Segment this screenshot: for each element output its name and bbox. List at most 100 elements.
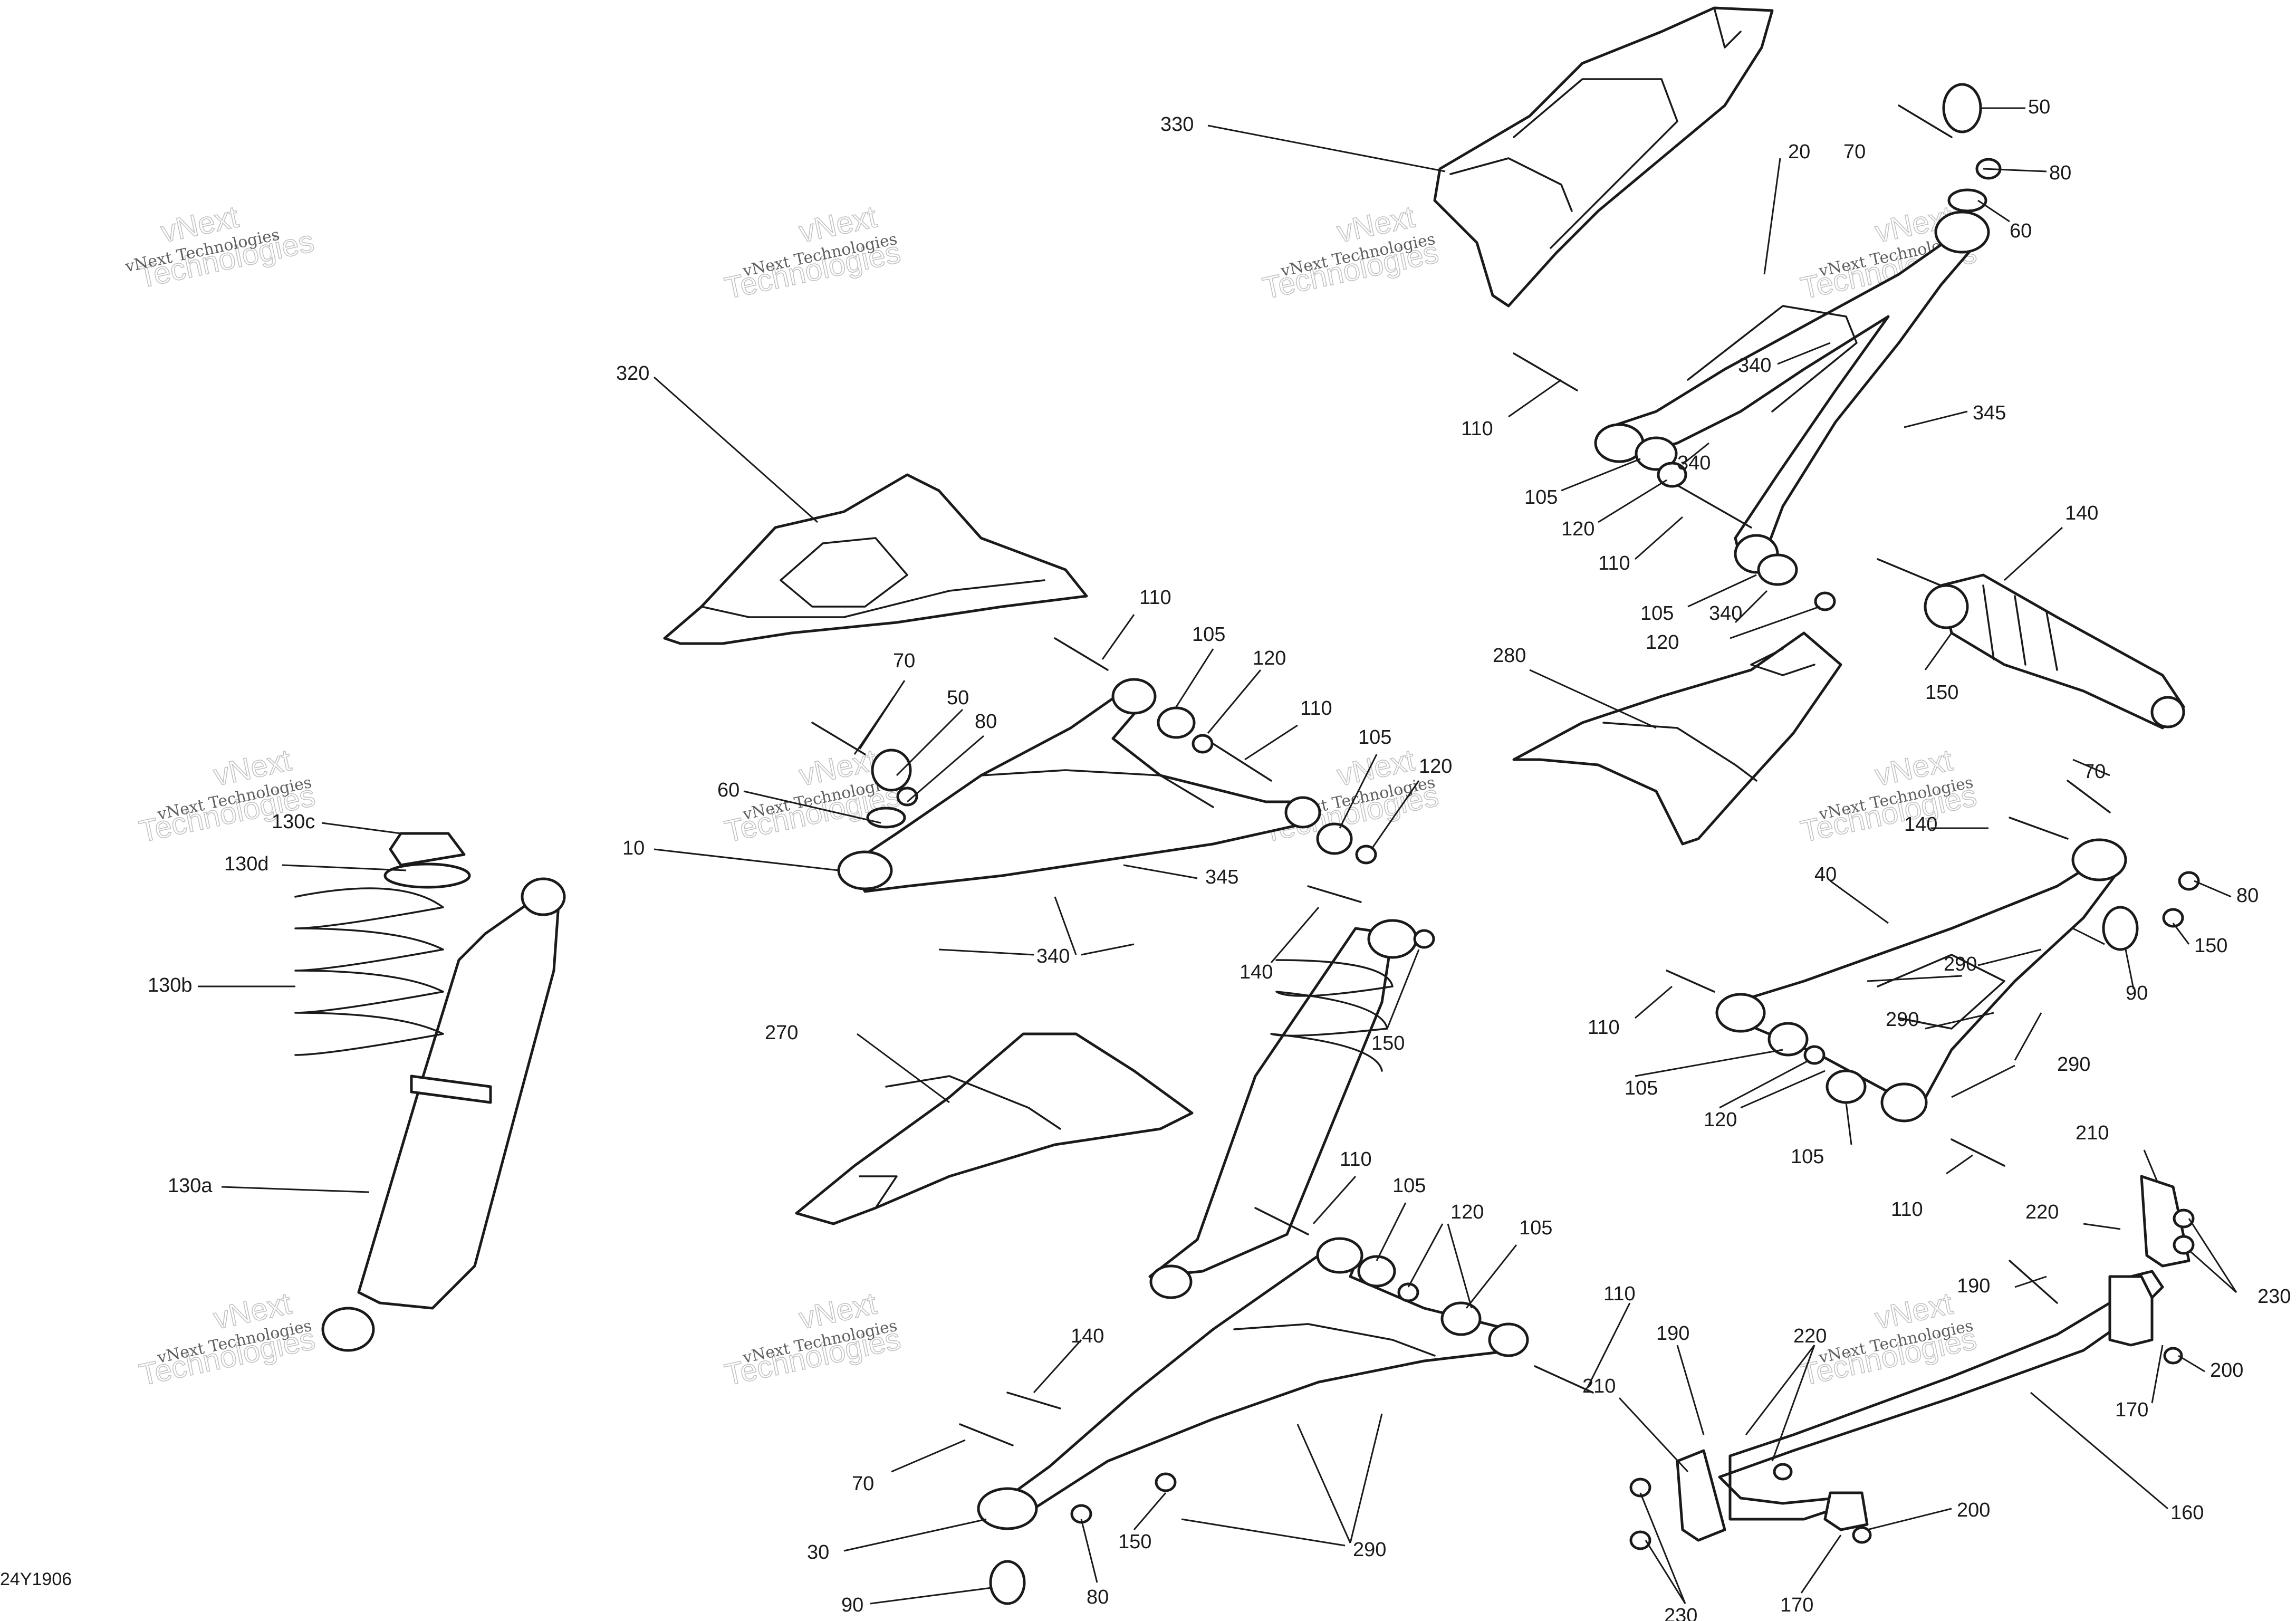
callout-290: 290 <box>2057 1053 2090 1076</box>
callout-110: 110 <box>1139 587 1171 609</box>
leader-lines <box>198 107 2237 1605</box>
callout-280: 280 <box>1493 645 1526 667</box>
callout-130b: 130b <box>148 974 193 996</box>
part-130-shock <box>294 832 566 1352</box>
callout-80: 80 <box>2236 885 2259 907</box>
callout-120: 120 <box>1450 1201 1484 1223</box>
callout-10: 10 <box>622 837 645 859</box>
part-330-guard <box>1433 6 1774 308</box>
callout-70: 70 <box>2083 761 2106 783</box>
part-270-guard <box>795 1032 1194 1225</box>
callout-200: 200 <box>1957 1499 1990 1521</box>
callout-60: 60 <box>717 779 739 801</box>
fasteners <box>811 83 2200 1605</box>
parts <box>294 6 2200 1605</box>
callout-270: 270 <box>765 1022 798 1044</box>
callout-130c: 130c <box>272 811 315 833</box>
callout-230: 230 <box>1664 1605 1697 1621</box>
part-40-lower-arm <box>1715 838 2127 1123</box>
callout-120: 120 <box>1253 647 1286 669</box>
watermark: vNext Technologies vNext Technologies <box>1259 199 1442 306</box>
callout-220: 220 <box>1793 1325 1827 1347</box>
watermark: vNext Technologies vNext Technologies <box>721 1286 904 1393</box>
callout-190: 190 <box>1656 1322 1689 1345</box>
callout-290: 290 <box>1353 1539 1386 1561</box>
callout-320: 320 <box>616 362 649 385</box>
callout-105: 105 <box>1625 1077 1658 1099</box>
part-150-shock-right <box>1924 573 2185 730</box>
callout-80: 80 <box>1087 1586 1109 1608</box>
callout-210: 210 <box>1582 1375 1616 1397</box>
callout-140: 140 <box>1240 961 1273 983</box>
watermark: vNext Technologies vNext Technologies <box>136 1286 318 1393</box>
callout-105: 105 <box>1640 602 1674 625</box>
callout-220: 220 <box>2025 1201 2059 1223</box>
callout-150: 150 <box>2194 935 2227 957</box>
callout-340: 340 <box>1036 945 1070 967</box>
callout-105: 105 <box>1392 1175 1426 1197</box>
part-150-shock-center <box>1148 919 1418 1299</box>
part-210-link-lower <box>1676 1449 1726 1542</box>
callout-140: 140 <box>1071 1325 1104 1347</box>
callout-340: 340 <box>1677 452 1711 474</box>
callout-110: 110 <box>1598 552 1630 574</box>
document-id: 24Y1906 <box>0 1569 72 1589</box>
callout-120: 120 <box>1646 631 1679 654</box>
callout-40: 40 <box>1814 864 1837 886</box>
watermark: vNext Technologies vNext Technologies <box>721 199 904 306</box>
part-320-guard <box>663 473 1088 645</box>
callout-105: 105 <box>1519 1217 1552 1239</box>
callout-170: 170 <box>1780 1594 1813 1616</box>
callout-80: 80 <box>2049 162 2071 184</box>
callout-290: 290 <box>1944 953 1977 975</box>
callout-110: 110 <box>1461 418 1493 440</box>
callout-50: 50 <box>947 687 969 709</box>
callout-120: 120 <box>1704 1109 1737 1131</box>
callout-105: 105 <box>1358 726 1391 749</box>
callout-230: 230 <box>2257 1286 2291 1308</box>
callout-140: 140 <box>2065 502 2098 524</box>
callout-130d: 130d <box>224 853 269 875</box>
callout-80: 80 <box>975 711 997 733</box>
part-160-stabilizer-bar <box>1718 1270 2164 1531</box>
watermark: vNext Technologies vNext Technologies <box>123 199 317 295</box>
callout-170: 170 <box>2115 1399 2148 1421</box>
callout-110: 110 <box>1603 1283 1636 1305</box>
callout-340: 340 <box>1709 602 1742 625</box>
part-20-upper-arm <box>1594 210 1990 574</box>
callout-110: 110 <box>1340 1148 1372 1171</box>
callout-30: 30 <box>807 1541 829 1564</box>
callout-290: 290 <box>1886 1009 1919 1031</box>
callout-60: 60 <box>2010 220 2032 242</box>
callout-130a: 130a <box>168 1175 213 1197</box>
callout-190: 190 <box>1957 1275 1990 1297</box>
callout-105: 105 <box>1791 1146 1824 1168</box>
part-280-guard <box>1512 631 1842 846</box>
callout-210: 210 <box>2076 1122 2109 1144</box>
callout-110: 110 <box>1891 1198 1923 1221</box>
callout-90: 90 <box>2126 982 2148 1004</box>
callout-120: 120 <box>1419 755 1452 778</box>
callout-50: 50 <box>2028 96 2050 118</box>
callout-70: 70 <box>893 650 915 672</box>
callout-140: 140 <box>1904 813 1937 836</box>
watermark: vNext Technologies vNext Technologies <box>1797 743 1980 850</box>
callout-150: 150 <box>1118 1531 1151 1553</box>
callout-120: 120 <box>1561 518 1594 540</box>
callout-105: 105 <box>1524 486 1558 509</box>
callout-110: 110 <box>1588 1016 1620 1039</box>
callout-110: 110 <box>1300 697 1332 720</box>
callout-330: 330 <box>1160 113 1194 136</box>
part-10-upper-arm <box>837 678 1321 893</box>
callout-150: 150 <box>1371 1032 1405 1054</box>
callout-90: 90 <box>841 1594 863 1616</box>
watermark: vNext Technologies vNext Technologies <box>721 743 904 850</box>
callout-160: 160 <box>2170 1502 2204 1524</box>
callout-labels: 330 20 70 50 80 60 340 345 110 340 105 1… <box>0 96 2291 1621</box>
part-30-lower-arm <box>977 1237 1529 1530</box>
callout-345: 345 <box>1973 402 2006 424</box>
callout-105: 105 <box>1192 624 1225 646</box>
callout-150: 150 <box>1925 682 1958 704</box>
callout-70: 70 <box>1843 141 1866 163</box>
